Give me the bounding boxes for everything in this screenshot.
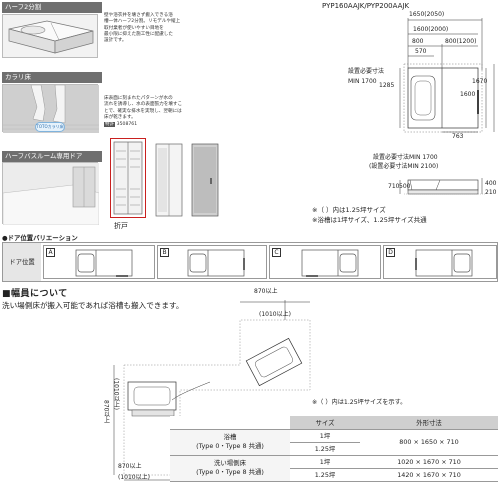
karari-floor-header: カラリ床: [2, 72, 102, 83]
model-note-1: ※（ ）内は1.25坪サイズ: [312, 206, 386, 214]
model-name: PYP160AAJK/PYP200AAJK: [322, 2, 410, 10]
dim-width-800a: 800: [412, 38, 424, 45]
dim-1010-top: (1010以上): [259, 311, 291, 318]
karari-floor-description: 床表面に刻まれたパターンが水の 流れを誘導し、水の表面張力を壊すこ とで、確実な…: [104, 96, 183, 128]
dim-1010-left: (1010以上): [112, 378, 120, 410]
dim-width-1600: 1600(2000): [413, 26, 449, 33]
min-size-value: MIN 1700: [348, 78, 377, 85]
width-title: ■幅員について: [2, 289, 68, 299]
table-row: 浴槽(Type 0・Type 8 共通) 1坪 800 × 1650 × 710: [170, 429, 498, 456]
dim-total-width: 1650(2050): [409, 11, 445, 18]
patent-number: 3508761: [116, 122, 138, 128]
door-option-b-letter: B: [160, 248, 169, 257]
spec-table-header: サイズ 外形寸法: [170, 416, 498, 430]
door-option-d[interactable]: D: [383, 245, 497, 279]
table-row: 洗い場側床(Type 0・Type 8 共通) 1坪 1020 × 1670 ×…: [170, 455, 498, 482]
dim-height-1670: 1670: [472, 78, 488, 85]
dim-1010-bottom: (1010以上): [118, 474, 150, 481]
door-option-a[interactable]: A: [43, 245, 155, 279]
door-room-image: [2, 162, 100, 226]
dim-height-1600: 1600: [460, 91, 476, 98]
door-variation-panel: ドア位置 A B C D: [2, 242, 498, 282]
door-position-label: ドア位置: [3, 243, 41, 281]
table-row: 1.25坪 1420 × 1670 × 710: [170, 468, 498, 482]
door-option-c-letter: C: [272, 248, 281, 257]
elev-500: 500: [399, 183, 411, 190]
min-size-label: 設置必要寸法: [348, 68, 385, 75]
karari-floor-image: TOTOカラリ床: [2, 84, 99, 133]
karari-badge: TOTOカラリ床: [35, 122, 65, 132]
folding-door-frame: [110, 138, 146, 218]
dim-height-1285: 1285: [379, 82, 395, 89]
door-panel-plain: [154, 142, 184, 218]
folding-door-caption: 折戸: [114, 222, 128, 230]
door-variation-title: ●ドア位置バリエーション: [2, 234, 78, 242]
dim-width-763: 763: [452, 133, 464, 140]
patent-label: 特許: [104, 122, 116, 128]
min-size-lower-2: (設置必要寸法MIN 2100): [369, 163, 439, 170]
half-split-image: [2, 14, 98, 58]
half-split-header: ハーフ2分割: [2, 2, 102, 13]
col-dimension: 外形寸法: [360, 416, 498, 430]
width-subtitle: 洗い場側床が搬入可能であれば浴槽も搬入できます。: [2, 301, 184, 310]
spec-table: サイズ 外形寸法 浴槽(Type 0・Type 8 共通) 1坪 800 × 1…: [170, 416, 498, 482]
dim-870-bottom: 870以上: [118, 463, 142, 470]
dim-870-top: 870以上: [254, 288, 278, 295]
min-size-lower-1: 設置必要寸法MIN 1700: [373, 154, 438, 161]
elev-210: 210: [485, 189, 497, 196]
elev-710: 710: [388, 183, 400, 190]
dim-width-800b: 800(1200): [445, 38, 477, 45]
table-row: 1.25坪: [170, 442, 498, 456]
dim-870-left: 870以上: [102, 400, 110, 424]
carry-in-diagram: [113, 300, 311, 481]
half-split-description: 壁や浴衣井を壊さず搬入できる浴 槽一体ハーフ2分割。リモデルや縦上 取付業者が使…: [104, 13, 181, 44]
col-size: サイズ: [290, 416, 360, 430]
model-note-2: ※浴槽は1坪サイズ、1.25坪サイズ共通: [312, 216, 427, 224]
door-option-d-letter: D: [386, 248, 395, 257]
door-option-b[interactable]: B: [157, 245, 267, 279]
door-panel-frosted: [190, 142, 220, 218]
door-header: ハーフバスルーム専用ドア: [2, 151, 102, 162]
dim-width-570: 570: [415, 48, 427, 55]
width-note: ※（ ）内は1.25坪サイズを示す。: [312, 399, 407, 406]
door-option-a-letter: A: [46, 248, 55, 257]
plan-drawing: [399, 18, 495, 195]
elev-400: 400: [485, 180, 497, 187]
door-option-c[interactable]: C: [269, 245, 381, 279]
